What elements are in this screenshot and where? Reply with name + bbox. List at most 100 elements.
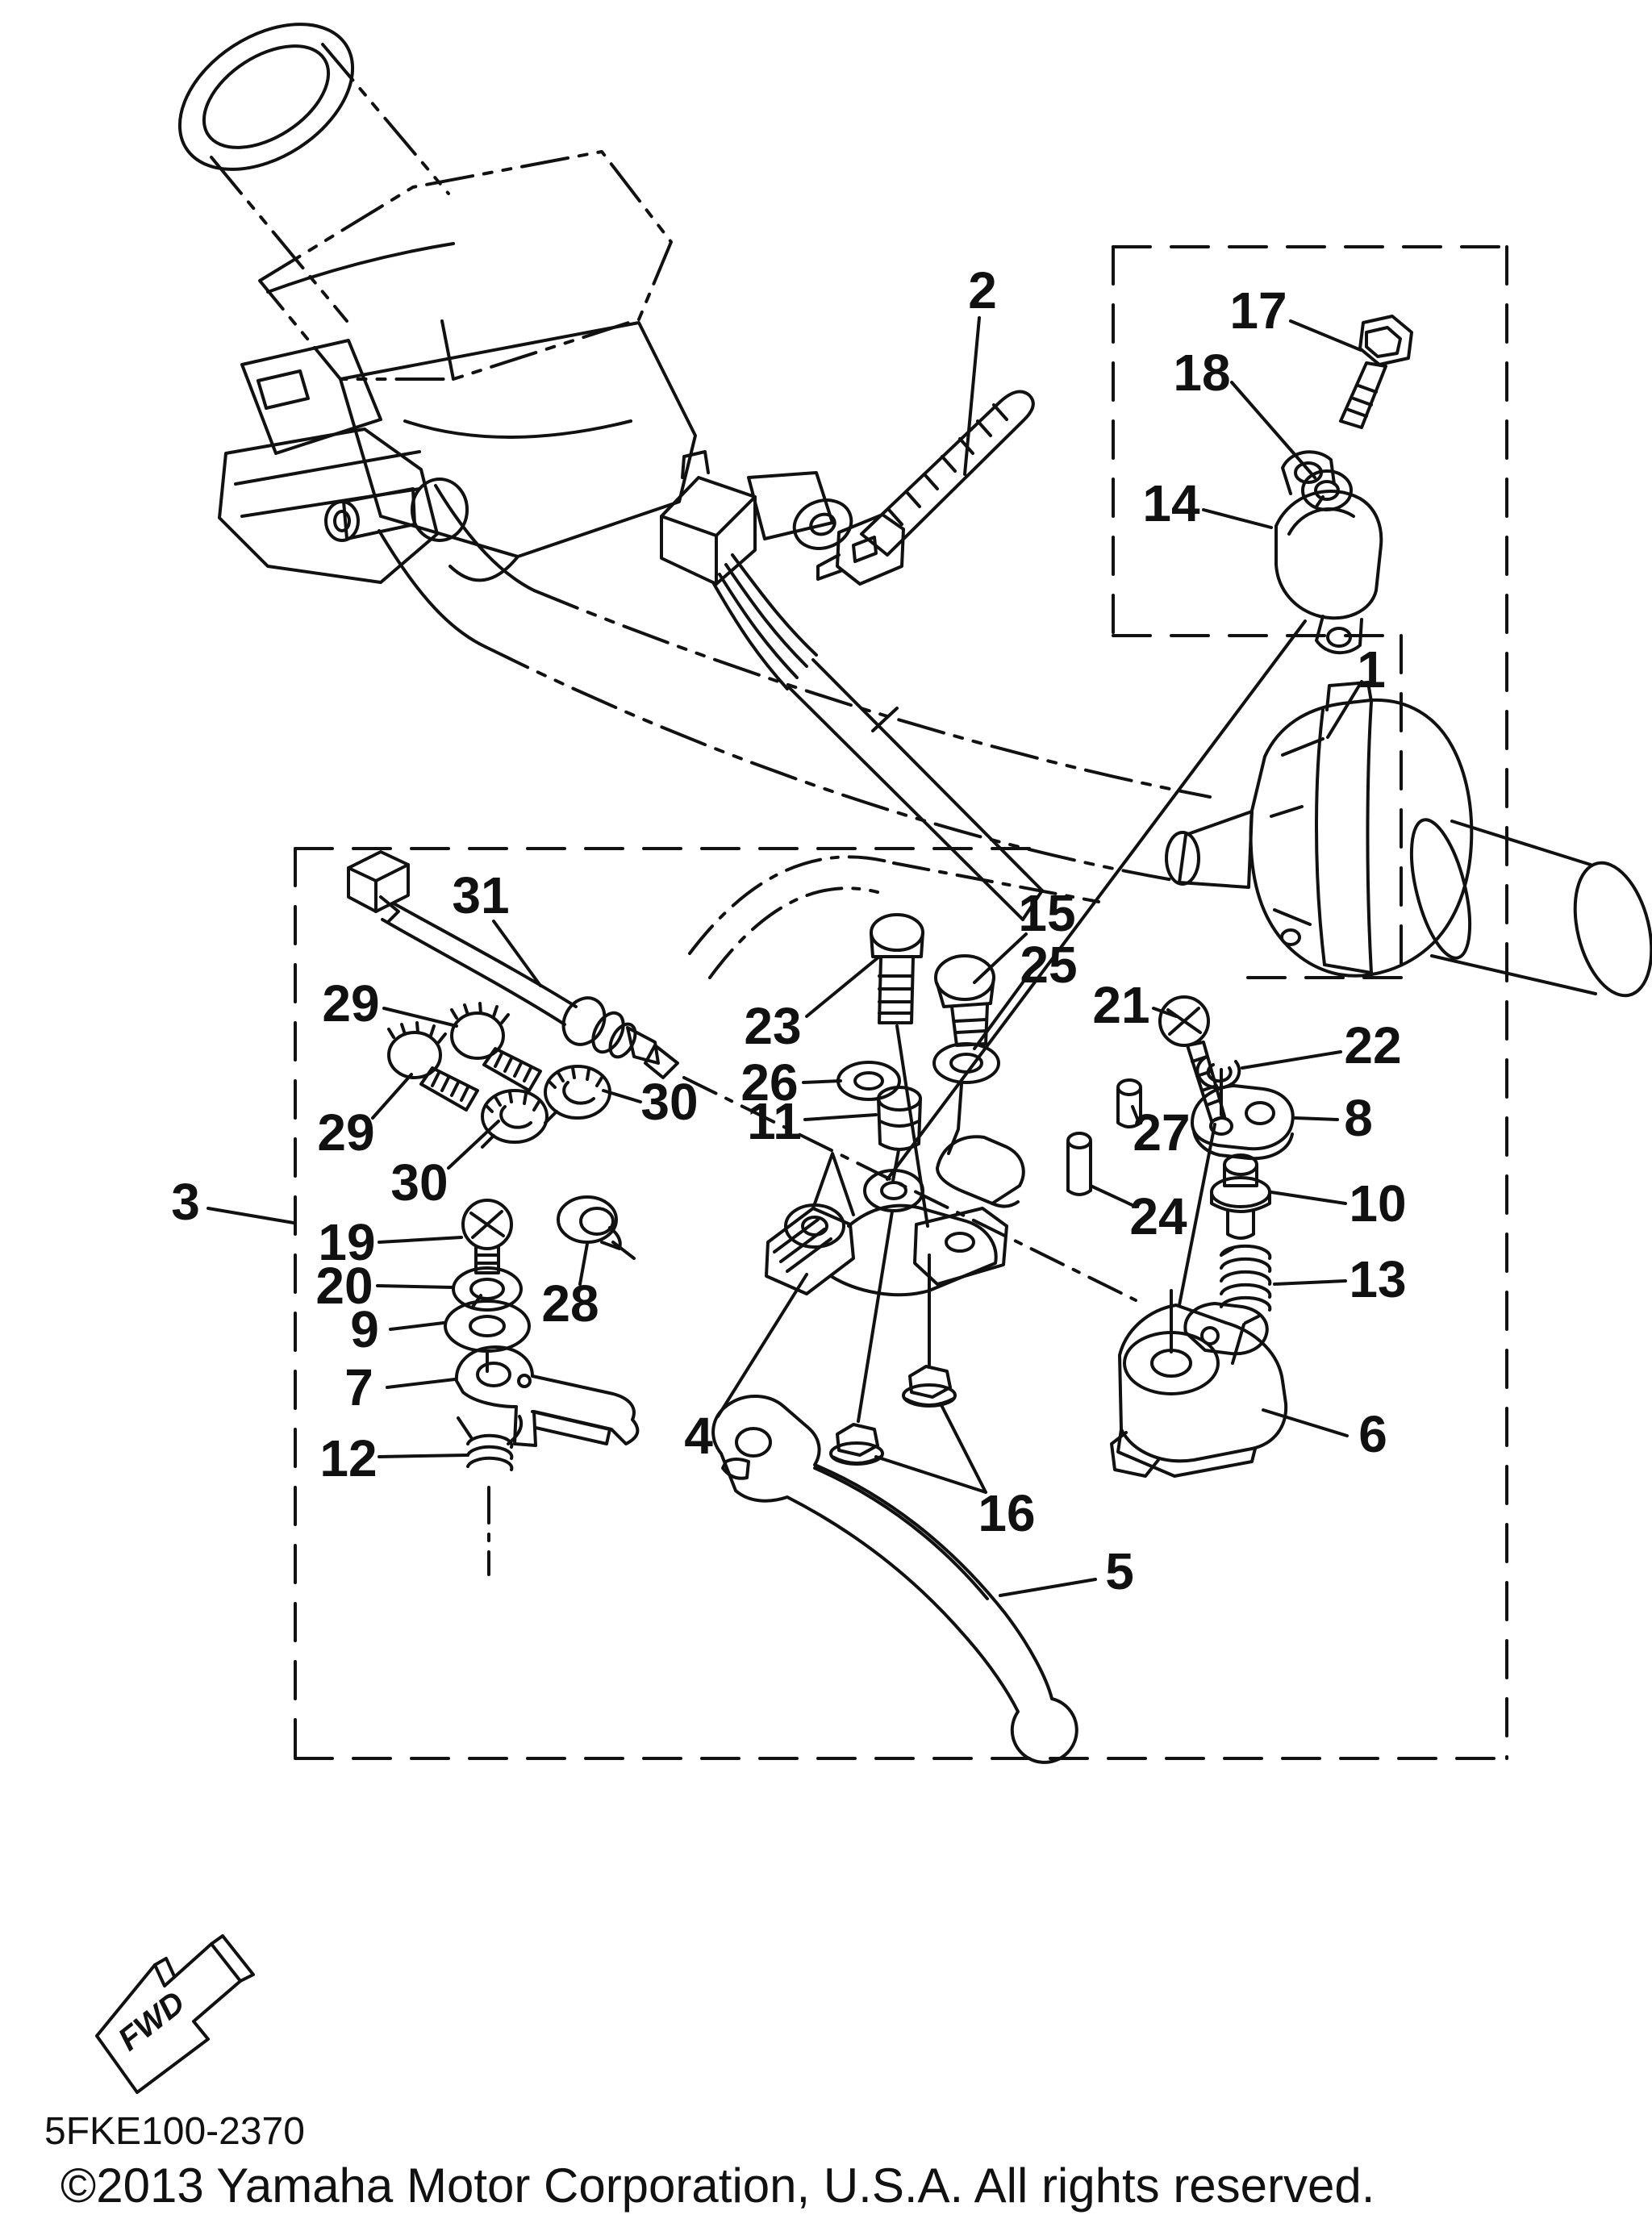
callout-leader <box>1270 1191 1347 1205</box>
part-7-cam-lever <box>454 1345 640 1447</box>
callout-leader <box>378 1454 468 1458</box>
part-24-pin <box>1066 1132 1092 1196</box>
callout-leader <box>578 1242 589 1286</box>
part-label: 28 <box>541 1274 599 1333</box>
part-label: 29 <box>317 1103 374 1162</box>
fwd-arrow: FWD <box>95 1934 255 2094</box>
part-6-housing <box>682 1076 1288 1478</box>
wire-connector <box>660 450 1044 921</box>
part-label: 14 <box>1142 474 1200 532</box>
callout-leader <box>999 1578 1097 1597</box>
part-label: 17 <box>1229 282 1287 340</box>
part-label: 26 <box>740 1053 798 1112</box>
part-29-adjust-screws <box>387 1002 542 1112</box>
part-5-lever <box>711 1395 1078 1764</box>
part-30-adjust-nuts <box>481 1065 611 1149</box>
callout-leader <box>1289 319 1362 352</box>
part-20-lock-washer <box>452 1266 523 1312</box>
callout-leader <box>386 1378 457 1389</box>
part-1-switch-housing <box>1165 681 1474 978</box>
callout-leader <box>378 1236 463 1244</box>
part-label: 21 <box>1092 976 1149 1034</box>
part-label: 22 <box>1344 1016 1401 1074</box>
callout-leader <box>447 1120 500 1170</box>
part-8-plate <box>1191 1068 1295 1161</box>
part-13-spring <box>1220 1244 1272 1365</box>
part-22-clip <box>1195 1055 1241 1090</box>
callout-leader <box>1262 1408 1349 1437</box>
callout-leader <box>963 316 981 476</box>
part-label: 9 <box>350 1300 379 1358</box>
part-label: 23 <box>744 997 801 1055</box>
part-14-handle-clamp <box>886 450 1383 1181</box>
callout-leader <box>376 1284 453 1289</box>
part-label: 18 <box>1173 344 1230 402</box>
part-10-bush <box>1210 1153 1271 1240</box>
copyright-line: ©2013 Yamaha Motor Corporation, U.S.A. A… <box>60 2159 1375 2213</box>
callout-leader <box>1273 1279 1347 1286</box>
callout-leader <box>973 932 1028 984</box>
callout-leader <box>1202 508 1273 529</box>
callout-leader <box>1152 1007 1178 1018</box>
callout-leader <box>802 1079 842 1084</box>
callout-leader <box>1294 1116 1339 1121</box>
callout-leader <box>1089 1184 1137 1208</box>
callout-leader <box>973 981 1024 1050</box>
callout-leader <box>382 1007 458 1028</box>
callout-leader <box>602 1089 642 1103</box>
callout-leader <box>1241 1050 1342 1070</box>
part-label: 7 <box>344 1358 373 1416</box>
part-label: 11 <box>747 1092 802 1150</box>
part-23-bolt <box>870 913 929 1228</box>
callout-leader <box>1131 1105 1141 1124</box>
part-label: 15 <box>1018 884 1075 942</box>
part-label: 10 <box>1349 1174 1406 1233</box>
fwd-arrow-label: FWD <box>112 1984 192 2058</box>
part-11-collar <box>877 1086 922 1182</box>
callout-leader <box>874 1455 987 1494</box>
callout-leader <box>371 1073 413 1120</box>
part-4-lever-holder <box>765 1135 1025 1423</box>
part-9-washer <box>444 1299 531 1373</box>
callout-leader <box>716 1273 808 1418</box>
part-label: 12 <box>319 1429 377 1487</box>
part-label: 30 <box>640 1073 698 1131</box>
callout-leader <box>206 1207 295 1224</box>
part-label: 19 <box>318 1213 375 1271</box>
part-label: 29 <box>322 974 379 1032</box>
part-19-screw <box>461 1199 513 1274</box>
part-label: 24 <box>1129 1187 1187 1245</box>
part-label: 2 <box>968 261 997 319</box>
master-cylinder-assembly <box>177 23 853 649</box>
part-31-wire-lead <box>347 850 679 1079</box>
part-28-grommet <box>557 1195 636 1260</box>
part-label: 5 <box>1105 1542 1134 1600</box>
callout-leader <box>492 920 542 987</box>
part-12-spring <box>457 1415 524 1576</box>
callout-leader <box>1230 381 1316 479</box>
group-box-lever <box>294 847 1508 1760</box>
part-label: 30 <box>390 1153 448 1212</box>
part-26-washer <box>836 1061 901 1101</box>
part-label: 6 <box>1358 1405 1387 1463</box>
drawing-code: 5FKE100-2370 <box>44 2110 305 2153</box>
part-17-bolt <box>1339 315 1413 429</box>
part-label: 16 <box>978 1484 1035 1542</box>
callout-leader <box>1326 680 1363 739</box>
part-label: 8 <box>1344 1089 1373 1147</box>
part-label: 1 <box>1357 640 1386 699</box>
part-16-nuts <box>829 1365 957 1466</box>
part-2-cable-tie <box>816 390 1035 586</box>
callout-leader <box>803 1113 878 1121</box>
part-label: 13 <box>1349 1250 1406 1308</box>
callout-leader <box>805 955 881 1018</box>
part-label: 27 <box>1133 1103 1190 1162</box>
part-label: 20 <box>315 1257 373 1315</box>
callout-leader <box>389 1321 445 1331</box>
part-label: 25 <box>1020 936 1077 994</box>
part-label: 31 <box>452 866 509 924</box>
callout-leader <box>939 1402 987 1494</box>
